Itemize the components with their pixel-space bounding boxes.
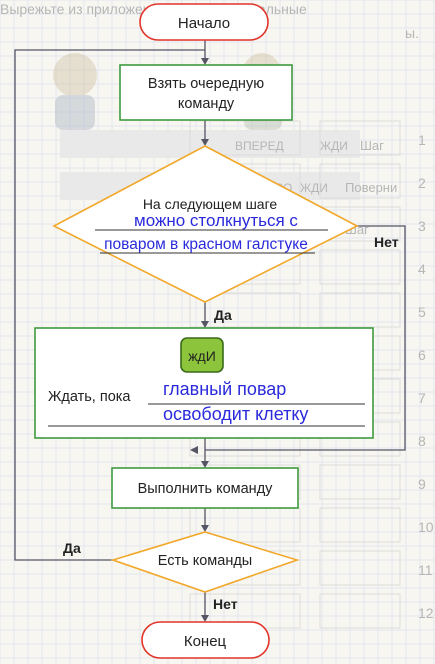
- row-number: 10: [418, 519, 434, 535]
- chef-illustration-left: [53, 53, 97, 130]
- ghost-cell: [189, 120, 301, 156]
- ghost-label-wait-2: ЖДИ: [300, 181, 328, 195]
- row-number: 11: [418, 562, 433, 578]
- row-number: 12: [418, 605, 434, 621]
- start-terminal: Начало: [139, 3, 269, 41]
- ghost-cell: [319, 120, 401, 156]
- ghost-label-forward: ВПЕРЕД: [235, 139, 284, 153]
- row-number: 9: [418, 476, 426, 492]
- row-number: 4: [418, 261, 426, 277]
- ghost-cell: [319, 292, 401, 328]
- no-label-2: Нет: [213, 596, 238, 612]
- yes-label-2: Да: [63, 540, 81, 556]
- execute-block: Выполнить команду: [111, 467, 299, 509]
- ghost-cell: [319, 249, 401, 285]
- row-number: 2: [418, 175, 426, 191]
- end-label: Конец: [184, 633, 227, 650]
- start-label: Начало: [178, 15, 230, 32]
- wait-prefix: Ждать, пока: [48, 389, 131, 405]
- wait-command-label: ждИ: [188, 348, 216, 364]
- decision-answer-1: можно столкнуться с: [134, 211, 298, 230]
- wait-block: ждИ Ждать, пока главный повар освободит …: [34, 327, 374, 439]
- arrowheads: [190, 58, 209, 622]
- row-number: 1: [418, 132, 426, 148]
- yes-label-1: Да: [214, 307, 232, 323]
- ghost-cell: [319, 163, 401, 199]
- decision-diamond: На следующем шаге можно столкнуться с по…: [52, 145, 359, 303]
- wait-answer-2: освободит клетку: [163, 404, 308, 424]
- row-number: 6: [418, 347, 426, 363]
- take-command-line-1: Взять очередную: [148, 76, 264, 92]
- ghost-label-turn: Поверни: [345, 180, 397, 195]
- decision-answer-2: поваром в красном галстуке: [104, 236, 308, 253]
- take-command-line-2: команду: [178, 96, 235, 112]
- wait-answer-1: главный повар: [163, 379, 286, 399]
- row-number: 7: [418, 390, 426, 406]
- wait-command-button: [180, 337, 224, 373]
- ghost-cell: [189, 292, 301, 328]
- loop-decision-diamond: Есть команды: [110, 531, 300, 593]
- ghost-cell: [319, 507, 401, 543]
- execute-label: Выполнить команду: [138, 481, 274, 497]
- ghost-cell: [319, 550, 401, 586]
- ghost-label-step: Шаг: [360, 138, 384, 153]
- row-number: 3: [418, 218, 426, 234]
- top-text-right: ы.: [405, 25, 419, 41]
- row-number: 5: [418, 304, 426, 320]
- decision-question: На следующем шаге: [143, 196, 278, 212]
- ghost-label-wait-1: ЖДИ: [320, 139, 348, 153]
- row-number: 8: [418, 433, 426, 449]
- take-command-block: Взять очередную команду: [119, 64, 293, 121]
- ghost-cell: [319, 593, 401, 629]
- loop-decision-label: Есть команды: [158, 553, 252, 569]
- no-label-1: Нет: [374, 234, 399, 250]
- end-terminal: Конец: [141, 621, 270, 659]
- ghost-cell: [319, 464, 401, 500]
